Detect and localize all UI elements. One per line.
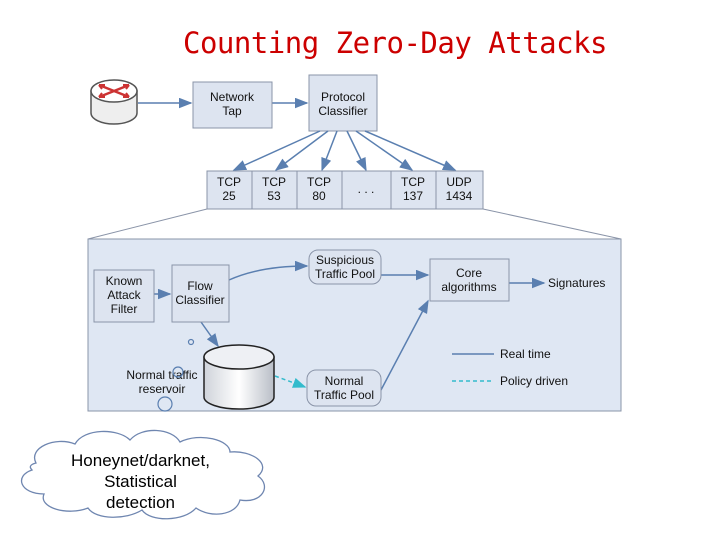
router-icon (90, 79, 138, 125)
normal-traffic-pool-box: Normal Traffic Pool (306, 369, 382, 407)
fanout-edges (232, 130, 457, 172)
flow-classifier-label-2: Classifier (175, 293, 224, 307)
port-label: TCP (262, 175, 286, 189)
callout-line-1: Honeynet/darknet, (71, 451, 210, 470)
legend-real-time: Real time (500, 347, 551, 361)
protocol-classifier-label-1: Protocol (321, 90, 365, 104)
legend: Real time Policy driven (452, 347, 568, 388)
flow-classifier-box: Flow Classifier (171, 264, 230, 323)
panel-edges (154, 260, 546, 391)
callout-line-2: Statistical (104, 472, 177, 491)
port-label: TCP (217, 175, 241, 189)
suspicious-pool-label-2: Traffic Pool (315, 267, 375, 281)
port-ellipsis: . . . (358, 182, 375, 196)
suspicious-traffic-pool-box: Suspicious Traffic Pool (308, 249, 382, 285)
normal-pool-label-2: Traffic Pool (314, 388, 374, 402)
reservoir-label-2: reservoir (139, 382, 186, 396)
known-attack-filter-label-2: Attack (107, 288, 141, 302)
legend-policy-driven: Policy driven (500, 374, 568, 388)
port-number: 137 (403, 189, 423, 203)
network-tap-label-1: Network (210, 90, 255, 104)
callout-line-3: detection (106, 493, 175, 512)
reservoir-cylinder-icon (203, 344, 275, 410)
thought-bubbles (157, 338, 195, 412)
zoom-lines (87, 208, 622, 240)
callout-text: Honeynet/darknet, Statistical detection (28, 450, 253, 513)
policy-driven-edge (274, 375, 307, 388)
protocol-classifier-box: Protocol Classifier (308, 74, 378, 132)
signatures-label: Signatures (548, 276, 605, 290)
port-label: UDP (446, 175, 471, 189)
known-attack-filter-label-3: Filter (111, 302, 138, 316)
page-title: Counting Zero-Day Attacks (183, 26, 608, 60)
reservoir-label-1: Normal traffic (126, 368, 197, 382)
flow-classifier-label-1: Flow (187, 279, 213, 293)
core-algorithms-box: Core algorithms (429, 258, 510, 302)
normal-pool-label-1: Normal (325, 374, 364, 388)
port-row: TCP 25 TCP 53 TCP 80 . . . TCP 137 UDP 1… (206, 170, 484, 210)
core-algorithms-label-1: Core (456, 266, 482, 280)
core-algorithms-label-2: algorithms (441, 280, 496, 294)
port-label: TCP (401, 175, 425, 189)
network-tap-label-2: Tap (222, 104, 242, 118)
port-label: TCP (307, 175, 331, 189)
known-attack-filter-box: Known Attack Filter (93, 269, 155, 323)
callout-cloud (20, 429, 265, 520)
known-attack-filter-label-1: Known (106, 274, 143, 288)
suspicious-pool-label-1: Suspicious (316, 253, 374, 267)
port-number: 1434 (446, 189, 473, 203)
network-tap-box: Network Tap (192, 81, 273, 129)
port-number: 53 (267, 189, 281, 203)
port-number: 25 (222, 189, 236, 203)
port-number: 80 (312, 189, 326, 203)
protocol-classifier-label-2: Classifier (318, 104, 367, 118)
